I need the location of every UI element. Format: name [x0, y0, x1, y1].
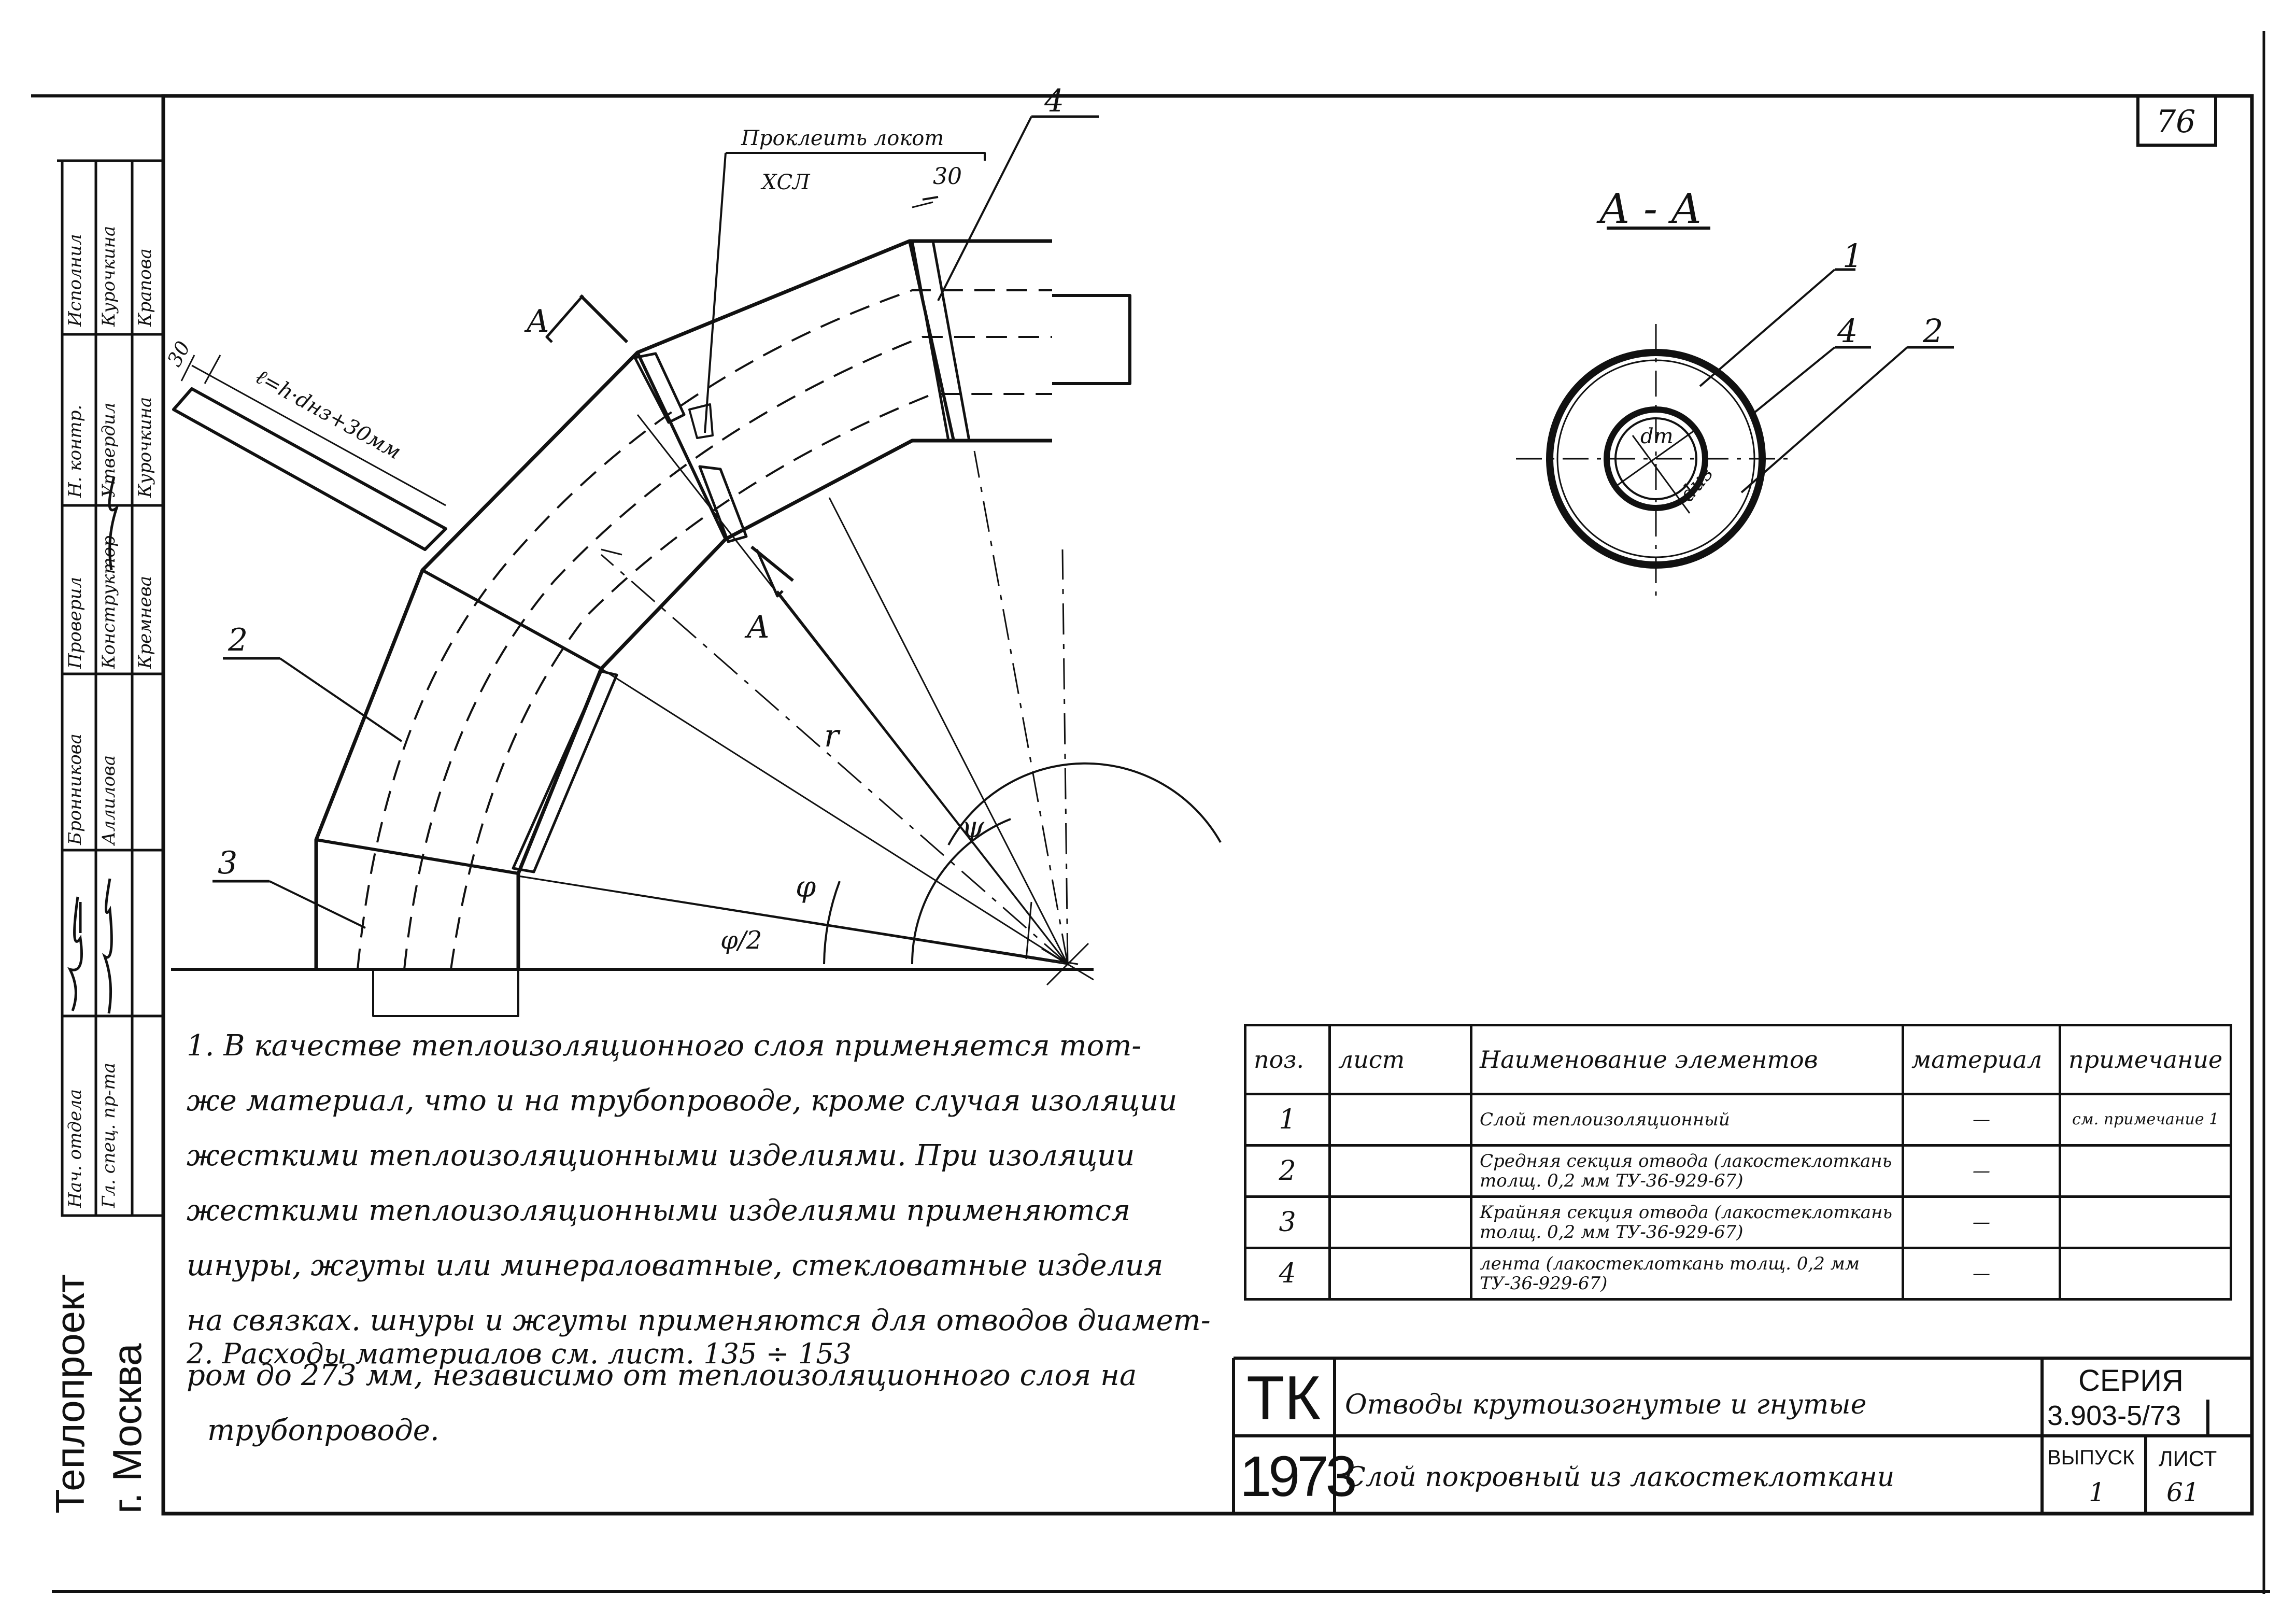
pos-3-label: 3	[218, 845, 237, 881]
cell-name: Крайняя секция отвода (лакостеклоткань т…	[1470, 1195, 1904, 1249]
note-1-line: же материал, что и на трубопроводе, кром…	[187, 1084, 1178, 1118]
note-1-line: 1. В качестве теплоизоляционного слоя пр…	[187, 1029, 1142, 1063]
sheet-label: ЛИСТ	[2159, 1446, 2217, 1471]
cell-material: —	[1902, 1247, 2061, 1301]
note-1-line: шнуры, жгуты или минераловатные, стеклов…	[187, 1249, 1164, 1282]
stamp-role: Конструктор	[98, 535, 119, 669]
cell-name: лента (лакостеклоткань толщ. 0,2 мм ТУ-3…	[1470, 1247, 1904, 1301]
hdr-name: Наименование элементов	[1470, 1024, 1904, 1095]
stamp-name: Курочкина	[135, 397, 155, 498]
dim-30-top: 30	[933, 163, 962, 190]
org-city: г. Москва	[104, 1343, 150, 1514]
cell-sheet	[1328, 1247, 1472, 1301]
pos-4-label: 4	[1044, 83, 1064, 119]
cell-name: Слой теплоизоляционный	[1470, 1093, 1904, 1147]
title-line-2: Слой покровный из лакостеклоткани	[1345, 1462, 1895, 1493]
signatures	[67, 476, 120, 1014]
series-value: 3.903-5/73	[2047, 1400, 2181, 1431]
section-mark-a-bottom: А	[744, 609, 770, 645]
note-2: 2. Расходы материалов см. лист. 135 ÷ 15…	[187, 1337, 852, 1370]
table-row: 2 Средняя секция отвода (лакостеклоткань…	[1244, 1144, 2233, 1198]
callout-text: Проклеить локот	[741, 126, 944, 150]
cell-pos: 3	[1244, 1195, 1331, 1249]
spec-table: поз. лист Наименование элементов материа…	[1244, 1024, 2233, 1301]
stamp-name: Курочкина	[98, 225, 119, 327]
spec-header-row: поз. лист Наименование элементов материа…	[1244, 1024, 2233, 1095]
stamp-role: Гл. спец. пр-та	[98, 1063, 119, 1208]
table-row: 1 Слой теплоизоляционный — см. примечани…	[1244, 1093, 2233, 1147]
stamp-name: Аллилова	[98, 755, 119, 845]
cell-material: —	[1902, 1195, 2061, 1249]
cell-note: см. примечание 1	[2058, 1093, 2233, 1147]
title-block-grid	[1232, 1357, 2252, 1514]
title-line-1: Отводы крутоизогнутые и гнутые	[1345, 1389, 1867, 1420]
table-row: 3 Крайняя секция отвода (лакостеклоткань…	[1244, 1195, 2233, 1249]
section-pos-1: 1	[1843, 237, 1863, 275]
hdr-material: материал	[1902, 1024, 2061, 1095]
notes-block: 1. В качестве теплоизоляционного слоя пр…	[187, 1019, 1254, 1458]
cell-material: —	[1902, 1144, 2061, 1198]
org-name: Теплопроект	[47, 1274, 93, 1514]
series-label: СЕРИЯ	[2078, 1364, 2184, 1398]
left-stamp-grid	[57, 159, 165, 1217]
cell-sheet	[1328, 1144, 1472, 1198]
hdr-pos: поз.	[1244, 1024, 1331, 1095]
angle-psi-label: ψ	[961, 811, 985, 844]
stamp-role: Исполнил	[65, 234, 86, 327]
issue-value: 1	[2089, 1477, 2105, 1507]
cell-sheet	[1328, 1093, 1472, 1147]
stamp-role: Нач. отдела	[65, 1089, 86, 1208]
cell-material: —	[1902, 1093, 2061, 1147]
dim-length: ℓ=h·dнз+30мм	[251, 365, 405, 464]
corner-number: 76	[2156, 104, 2195, 140]
pos-2-label: 2	[228, 622, 248, 658]
table-row: 4 лента (лакостеклоткань толщ. 0,2 мм ТУ…	[1244, 1247, 2233, 1301]
cell-pos: 1	[1244, 1093, 1331, 1147]
cell-pos: 4	[1244, 1247, 1331, 1301]
stamp-role: Утвердил	[98, 402, 119, 498]
sheet-value: 61	[2166, 1477, 2200, 1507]
note-1-line: ром до 273 мм, независимо от теплоизоляц…	[187, 1359, 1137, 1392]
section-pos-2: 2	[1922, 312, 1943, 350]
section-a-a	[1516, 227, 1954, 601]
cell-pos: 2	[1244, 1144, 1331, 1198]
stamp-role: Проверил	[65, 576, 86, 669]
stamp-name: Крапова	[135, 248, 155, 327]
org-stamp: Теплопроект г. Москва	[47, 1254, 166, 1514]
section-pos-4: 4	[1837, 312, 1858, 350]
stamp-role: Н. контр.	[65, 404, 86, 498]
cell-name: Средняя секция отвода (лакостеклоткань т…	[1470, 1144, 1904, 1198]
note-1-line: на связках. шнуры и жгуты применяются дл…	[187, 1304, 1211, 1337]
issue-label: ВЫПУСК	[2047, 1446, 2135, 1469]
hdr-sheet: лист	[1328, 1024, 1472, 1095]
cell-note	[2058, 1247, 2233, 1301]
angle-half-label: φ/2	[720, 926, 762, 955]
hdr-note: примечание	[2058, 1024, 2233, 1095]
stamp-name: Бронникова	[65, 733, 86, 845]
cell-sheet	[1328, 1195, 1472, 1249]
note-1-line: трубопроводе.	[207, 1414, 440, 1447]
title-year: 1973	[1240, 1445, 1357, 1508]
note-1-line: жесткими теплоизоляционными изделиями пр…	[187, 1194, 1131, 1227]
elbow-drawing	[171, 115, 1222, 1017]
section-mark-a-top: А	[524, 303, 549, 340]
section-title: А - А	[1596, 185, 1702, 233]
title-code: ТК	[1246, 1363, 1321, 1433]
stamp-name: Кремнева	[135, 576, 155, 669]
cell-note	[2058, 1195, 2233, 1249]
cell-note	[2058, 1144, 2233, 1198]
radius-r-label: r	[824, 718, 841, 754]
callout-sub: ХСЛ	[760, 171, 811, 194]
angle-phi-label: φ	[796, 870, 816, 904]
section-d-inner: dт	[1640, 425, 1674, 448]
note-1-line: жесткими теплоизоляционными изделиями. П…	[187, 1139, 1135, 1173]
